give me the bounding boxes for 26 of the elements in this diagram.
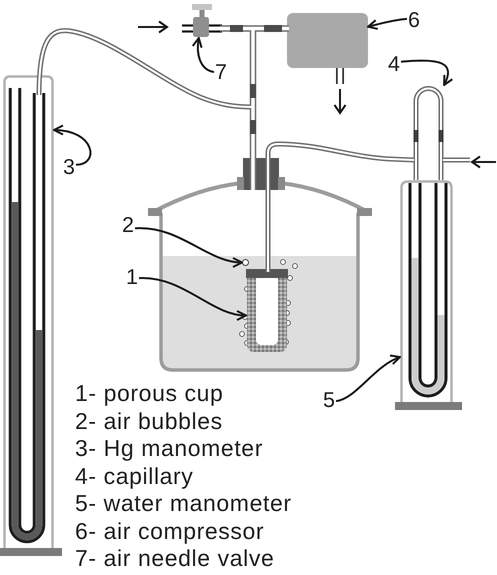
needle-valve (182, 4, 222, 38)
callout-number: 6 (407, 9, 421, 31)
key-entry: 6- air compressor (75, 518, 264, 545)
callout-number: 4 (387, 53, 401, 75)
u-tube-manometer (3, 75, 54, 549)
compressor-box (287, 13, 368, 68)
key-entry: 2- air bubbles (75, 408, 223, 435)
callout-number: 2 (121, 214, 135, 236)
leader-line (367, 18, 408, 30)
leader-line (138, 277, 247, 320)
callout-number: 1 (125, 266, 139, 288)
callout-number: 7 (214, 61, 228, 83)
callout-number: 5 (322, 389, 336, 411)
key-entry: 5- water manometer (75, 490, 292, 518)
porous-cup (246, 269, 288, 353)
callout-number: 3 (62, 156, 76, 178)
key-entry: 3- Hg manometer (75, 435, 263, 462)
leader-line (336, 355, 401, 402)
u-tube-manometer (400, 180, 453, 403)
leader-line (400, 60, 453, 86)
key-entry: 4- capillary (75, 462, 194, 490)
key-entry: 7- air needle valve (75, 545, 274, 572)
leader-line (192, 37, 214, 73)
leader-line (135, 227, 243, 268)
key-entry: 1- porous cup (75, 380, 224, 408)
leader-line (53, 125, 92, 166)
